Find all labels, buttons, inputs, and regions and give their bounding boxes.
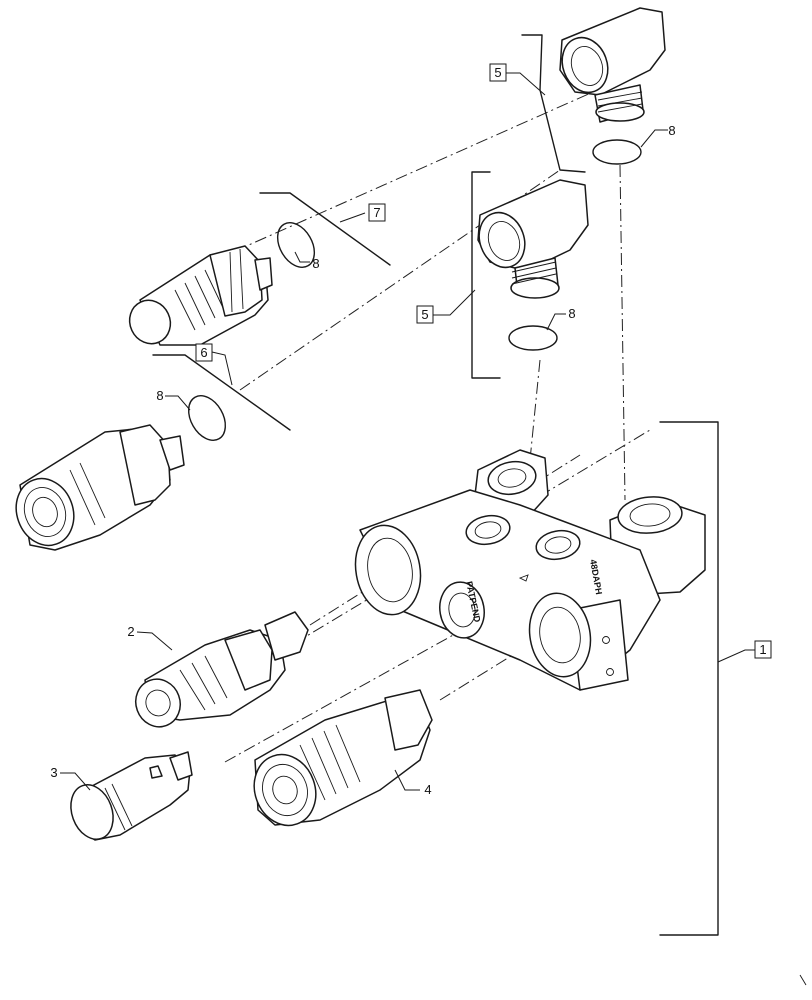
corner-mark <box>799 974 807 986</box>
callout-8-tee-label: 8 <box>568 306 575 321</box>
callout-6: 6 <box>195 343 213 362</box>
tee-fitting-upper <box>559 7 666 123</box>
callout-5-lower-label: 5 <box>421 307 428 322</box>
callout-8-kit7-label: 8 <box>312 256 319 271</box>
callout-7: 7 <box>368 203 386 222</box>
callout-3-label: 3 <box>50 765 57 780</box>
valve-block <box>354 449 706 691</box>
coupler-plug-2 <box>135 611 309 728</box>
callout-1: 1 <box>754 640 772 659</box>
callout-1-label: 1 <box>759 642 766 657</box>
callout-5-upper-label: 5 <box>494 65 501 80</box>
coupler-socket-4 <box>253 689 433 827</box>
callout-6-label: 6 <box>200 345 207 360</box>
assembly-bracket <box>659 421 755 936</box>
callout-4-label: 4 <box>424 782 431 797</box>
kit-bracket-6 <box>152 354 291 431</box>
leader-lines <box>60 72 668 791</box>
o-ring-kit6 <box>187 395 227 441</box>
coupler-plug-kit7 <box>128 245 273 346</box>
callout-8-upper-label: 8 <box>668 123 675 138</box>
o-ring-lower-tee <box>508 325 558 351</box>
o-ring-upper <box>592 139 642 165</box>
callout-7-label: 7 <box>373 205 380 220</box>
callout-8-kit6-label: 8 <box>156 388 163 403</box>
o-ring-kit7 <box>276 222 316 268</box>
tee-fitting-lower <box>477 179 589 299</box>
tee-bracket-lower <box>471 171 501 379</box>
callout-2-label: 2 <box>127 624 134 639</box>
coupler-plug-3 <box>70 751 193 841</box>
coupler-socket-kit6 <box>15 424 185 551</box>
callout-5-upper: 5 <box>489 63 507 82</box>
callout-5-lower: 5 <box>416 305 434 324</box>
kit-bracket-7 <box>259 192 391 266</box>
